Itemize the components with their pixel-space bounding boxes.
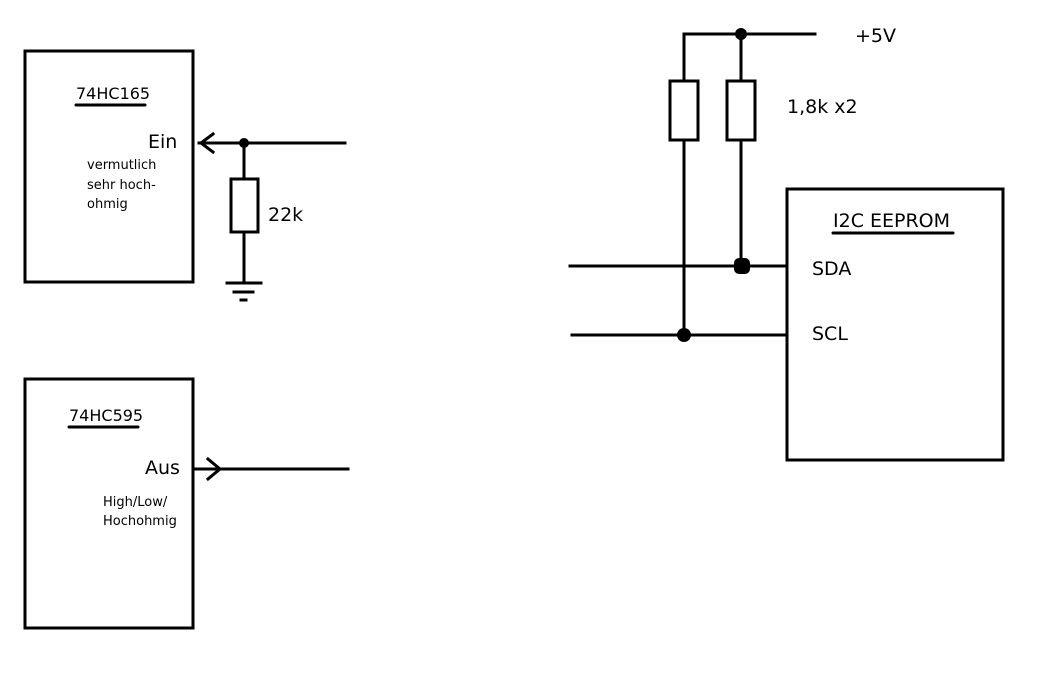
chip-i2c-eeprom-title: I2C EEPROM bbox=[833, 210, 950, 232]
pullup-resistor-scl bbox=[668, 79, 700, 142]
ground-icon bbox=[225, 281, 263, 302]
chip-74hc595-note-line-1: High/Low/ bbox=[103, 495, 168, 510]
pullup-resistor-label: 1,8k x2 bbox=[787, 96, 858, 118]
i2c-bus-lines bbox=[568, 258, 789, 342]
supply-label: +5V bbox=[855, 25, 896, 47]
chip-74hc595-note-line-2: Hochohmig bbox=[103, 514, 177, 529]
resistor-22k bbox=[229, 177, 260, 234]
pullup-resistors: 1,8k x2 bbox=[668, 79, 858, 142]
input-arrow-icon bbox=[198, 131, 216, 155]
resistor-22k-label: 22k bbox=[268, 204, 303, 226]
chip-i2c-eeprom: I2C EEPROM SDA SCL bbox=[785, 187, 1005, 462]
sda-junction-dot bbox=[734, 258, 750, 274]
chip-i2c-eeprom-pin-scl: SCL bbox=[812, 323, 848, 345]
chip-74hc595-pin-aus: Aus bbox=[145, 457, 180, 479]
scl-junction-dot bbox=[677, 328, 691, 342]
chip-74hc165-note-line-2: sehr hoch- bbox=[87, 178, 156, 193]
chip-74hc165-pin-ein: Ein bbox=[148, 131, 177, 153]
supply-rail: +5V bbox=[682, 25, 896, 337]
chip-74hc165-note-line-3: ohmig bbox=[87, 197, 128, 212]
input-wire-ein: 22k bbox=[197, 131, 347, 302]
supply-wire bbox=[682, 32, 817, 337]
chip-74hc595-body bbox=[23, 377, 195, 630]
chip-74hc165-body bbox=[23, 49, 195, 284]
chip-74hc595-title: 74HC595 bbox=[69, 406, 143, 425]
chip-74hc165-note-line-1: vermutlich bbox=[87, 158, 156, 173]
output-arrow-icon bbox=[205, 456, 223, 482]
chip-i2c-eeprom-pin-sda: SDA bbox=[812, 258, 851, 280]
chip-74hc165-title: 74HC165 bbox=[76, 84, 150, 103]
chip-74hc595: 74HC595 Aus High/Low/ Hochohmig bbox=[23, 377, 195, 630]
chip-i2c-eeprom-body bbox=[785, 187, 1005, 462]
chip-74hc165: 74HC165 Ein vermutlich sehr hoch- ohmig bbox=[23, 49, 195, 284]
pullup-resistor-sda bbox=[725, 79, 757, 142]
output-wire-aus bbox=[193, 456, 350, 482]
